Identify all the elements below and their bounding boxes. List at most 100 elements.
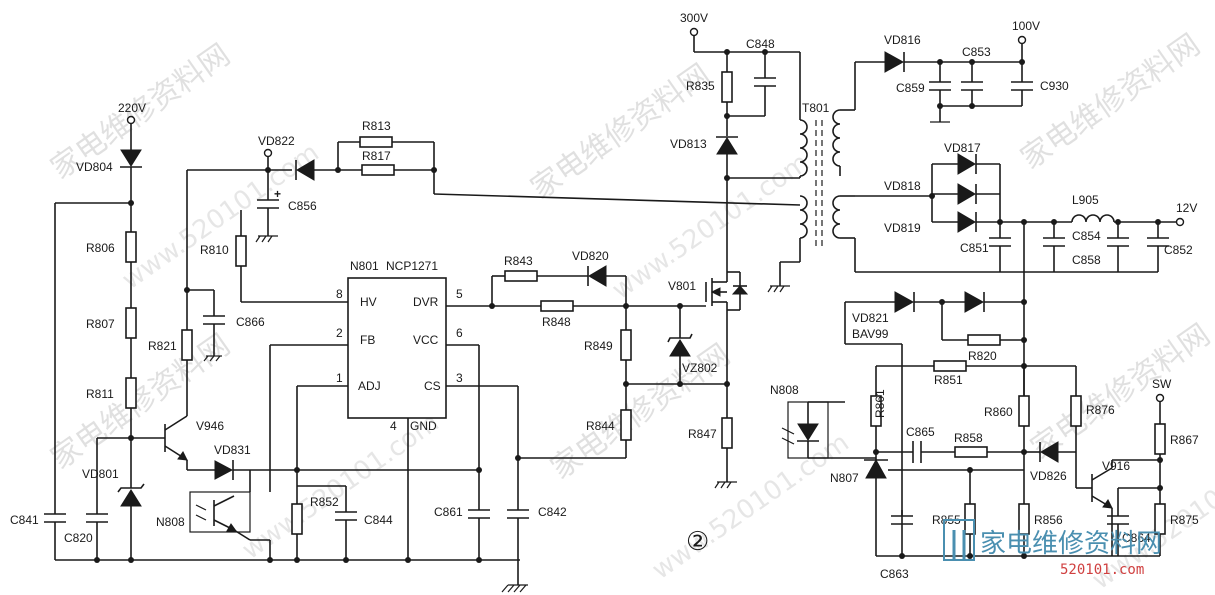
- resistor-r821: [181, 329, 193, 361]
- resistor-r835: [721, 71, 733, 103]
- label-c864: C864: [1122, 531, 1151, 545]
- watermark-cn-4: 家电维修资料网: [45, 327, 237, 476]
- logo-text: 家电维修资料网: [980, 529, 1162, 559]
- label-bav99: BAV99: [852, 327, 889, 341]
- label-r876: R876: [1086, 403, 1115, 417]
- label-r861: R861: [873, 389, 887, 418]
- label-vd819: VD819: [884, 221, 921, 235]
- diode-vd818: [957, 183, 976, 205]
- aux-winding: [799, 195, 808, 239]
- resistor-r867: [1154, 423, 1166, 455]
- resistor-r843: [504, 270, 538, 282]
- label-c863: C863: [880, 567, 909, 581]
- label-r847: R847: [688, 427, 717, 441]
- pin-adj: ADJ: [358, 379, 381, 393]
- label-vd817: VD817: [944, 141, 981, 155]
- label-vd831: VD831: [214, 443, 251, 457]
- label-c865: C865: [906, 425, 935, 439]
- label-r844: R844: [586, 419, 615, 433]
- left-section: 220V VD804 R806 R807 R811 VD801: [10, 101, 528, 593]
- c856-plus-sign: +: [274, 187, 281, 201]
- label-r835: R835: [686, 79, 715, 93]
- label-vd813: VD813: [670, 137, 707, 151]
- label-c861: C861: [434, 505, 463, 519]
- label-c820: C820: [64, 531, 93, 545]
- label-r848: R848: [542, 315, 571, 329]
- label-vd816: VD816: [884, 33, 921, 47]
- resistor-r813: [359, 136, 393, 148]
- label-c852: C852: [1164, 243, 1193, 257]
- logo-mark: [943, 519, 975, 561]
- label-r860: R860: [984, 405, 1013, 419]
- pin-num-8: 8: [336, 287, 343, 301]
- label-c856: C856: [288, 199, 317, 213]
- label-c851: C851: [960, 241, 989, 255]
- regulator-n807: [865, 458, 887, 479]
- pin-hv: HV: [360, 295, 377, 309]
- pin-dvr: DVR: [413, 295, 439, 309]
- resistor-r860: [1018, 395, 1030, 427]
- watermark-url-1: www.520101.com: [117, 138, 325, 296]
- label-c844: C844: [364, 513, 393, 527]
- pin-gnd: GND: [410, 419, 437, 433]
- diode-vd804: [120, 149, 142, 167]
- ic-name: N801: [350, 259, 379, 273]
- label-100v: 100V: [1012, 19, 1040, 33]
- diode-vd817: [957, 153, 976, 175]
- diode-vd813: [716, 137, 738, 155]
- diode-vd821b: [964, 291, 985, 313]
- diode-vd819: [957, 211, 976, 233]
- label-vd818: VD818: [884, 179, 921, 193]
- pin-num-6: 6: [456, 326, 463, 340]
- pin-num-4: 4: [390, 419, 397, 433]
- resistor-r876: [1070, 395, 1082, 427]
- logo-url: 520101.com: [1060, 562, 1144, 578]
- label-v946: V946: [196, 419, 224, 433]
- label-vd801: VD801: [82, 467, 119, 481]
- diode-vd820: [588, 265, 607, 287]
- output-12v: VD817 VD818 VD819 C851 C854 L905 12V C85…: [855, 141, 1197, 480]
- diode-vd831: [214, 460, 234, 480]
- label-vd822: VD822: [258, 134, 295, 148]
- label-vd826: VD826: [1030, 469, 1067, 483]
- resistor-r817: [361, 164, 395, 176]
- pin-fb: FB: [360, 333, 375, 347]
- label-t801: T801: [802, 101, 830, 115]
- label-c858: C858: [1072, 253, 1101, 267]
- label-c848: C848: [746, 37, 775, 51]
- secondary-100v-winding: [832, 109, 841, 167]
- watermark-cn-5: 家电维修资料网: [545, 337, 737, 486]
- pin-num-2: 2: [336, 326, 343, 340]
- resistor-r851: [933, 360, 967, 372]
- label-c854: C854: [1072, 229, 1101, 243]
- watermark-url-2: www.520101.com: [607, 148, 815, 306]
- label-r856: R856: [1034, 513, 1063, 527]
- resistor-r806: [125, 231, 137, 263]
- label-c859: C859: [896, 81, 925, 95]
- pin-num-1: 1: [336, 371, 343, 385]
- watermark-layer: 家电维修资料网 家电维修资料网 家电维修资料网 家电维修资料网 家电维修资料网 …: [45, 27, 1215, 595]
- resistor-r847: [721, 417, 733, 449]
- ic-part: NCP1271: [386, 259, 438, 273]
- output-100v: VD816 100V C859 C853 C930: [855, 19, 1069, 123]
- primary-winding: [799, 119, 808, 177]
- inductor-l905: [1071, 214, 1115, 223]
- pin-cs: CS: [424, 379, 441, 393]
- circled-mark: ②: [686, 527, 709, 557]
- zener-vd801: [120, 489, 142, 507]
- label-r807: R807: [86, 317, 115, 331]
- label-r810: R810: [200, 243, 229, 257]
- label-220v: 220V: [118, 101, 146, 115]
- diode-vd816: [884, 51, 905, 73]
- pin-num-5: 5: [456, 287, 463, 301]
- ic-n801: N801 NCP1271 HV FB ADJ DVR VCC CS GND 8 …: [336, 259, 626, 560]
- label-12v: 12V: [1176, 201, 1197, 215]
- label-300v: 300V: [680, 11, 708, 25]
- label-r858: R858: [954, 431, 983, 445]
- label-r821: R821: [148, 339, 177, 353]
- watermark-cn-3: 家电维修资料网: [1015, 27, 1207, 176]
- label-vz802: VZ802: [682, 361, 718, 375]
- site-logo: 家电维修资料网 520101.com: [943, 519, 1162, 578]
- label-v916: V916: [1102, 459, 1130, 473]
